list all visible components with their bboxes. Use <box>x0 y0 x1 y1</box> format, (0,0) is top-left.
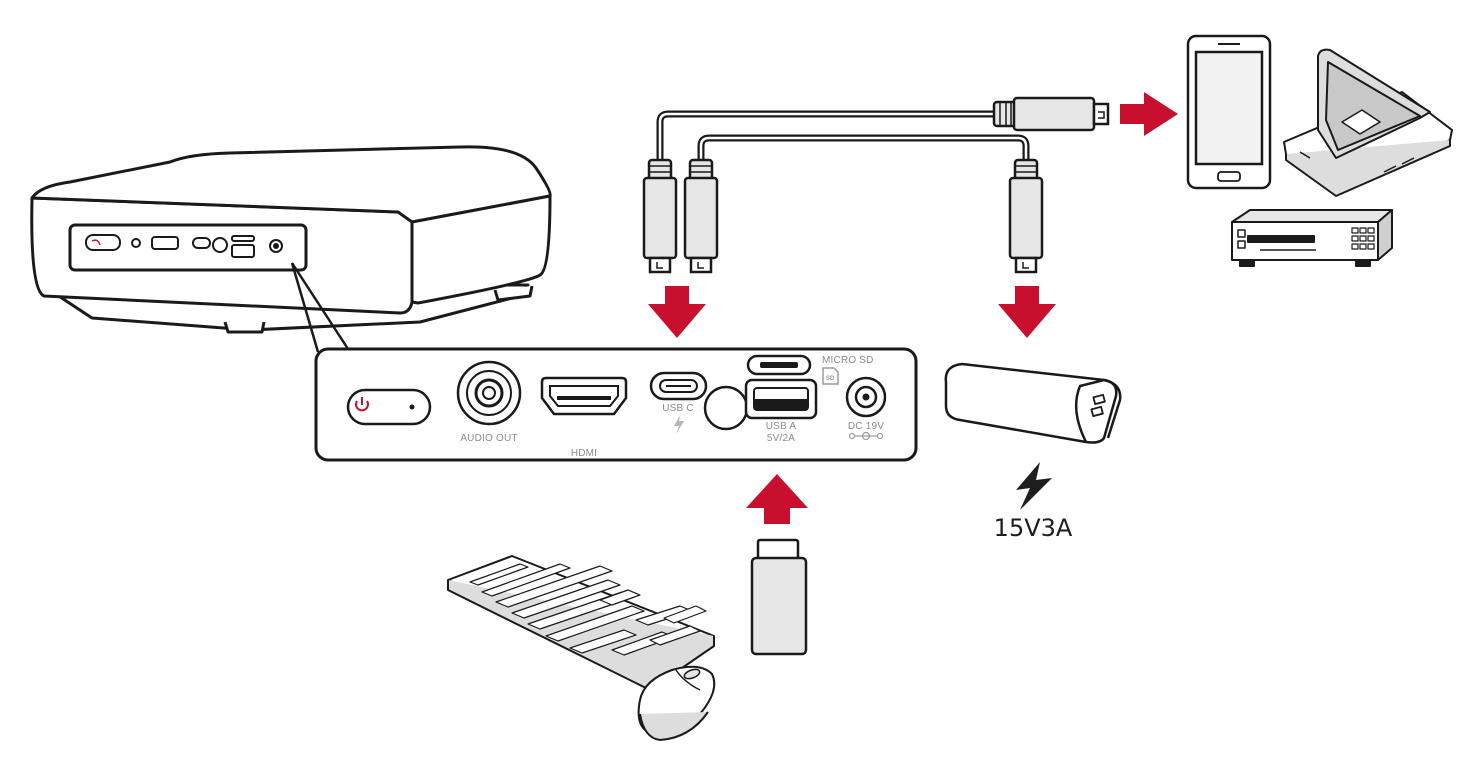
dc-in-port <box>845 376 887 418</box>
svg-text:SD: SD <box>826 376 835 382</box>
power-button <box>346 388 432 426</box>
arrow-down-usb-c <box>648 286 706 338</box>
arrow-down-power-bank <box>998 286 1056 338</box>
audio-out-port <box>456 360 522 426</box>
audio-out-label: AUDIO OUT <box>460 433 517 444</box>
usb-flash-drive-icon <box>750 538 808 656</box>
power-bank-icon <box>944 362 1122 444</box>
usb-c-port <box>649 371 708 401</box>
port-panel: AUDIO OUT HDMI USB C MICRO SD SD <box>314 347 918 462</box>
dc-in-label: DC 19V <box>848 421 884 432</box>
power-icon <box>355 397 369 412</box>
hdmi-label: HDMI <box>571 448 597 459</box>
micro-sd-slot <box>746 354 812 376</box>
ir-sensor <box>703 385 749 431</box>
smartphone-icon <box>1186 34 1272 190</box>
usb-a-label: USB A <box>766 421 797 432</box>
arrow-right-devices <box>1120 92 1178 136</box>
lightning-icon <box>1016 462 1052 510</box>
media-player-icon <box>1231 209 1393 267</box>
hdmi-port <box>540 376 628 416</box>
mouse-icon <box>637 665 716 742</box>
keyboard-icon <box>447 555 715 691</box>
lightning-icon <box>674 415 684 434</box>
projector-icon <box>30 145 552 353</box>
usb-a-port <box>744 378 818 420</box>
laptop-icon <box>1283 48 1453 197</box>
dc-polarity-icon <box>848 431 884 441</box>
micro-sd-label: MICRO SD <box>822 355 874 366</box>
usb-a-rating: 5V/2A <box>767 433 795 444</box>
usb-c-label: USB C <box>662 403 694 414</box>
arrow-up-usb-a <box>746 474 808 524</box>
usb-c-cable <box>642 96 1110 274</box>
sd-card-icon: SD <box>822 367 839 385</box>
power-bank-rating: 15V3A <box>994 514 1073 542</box>
